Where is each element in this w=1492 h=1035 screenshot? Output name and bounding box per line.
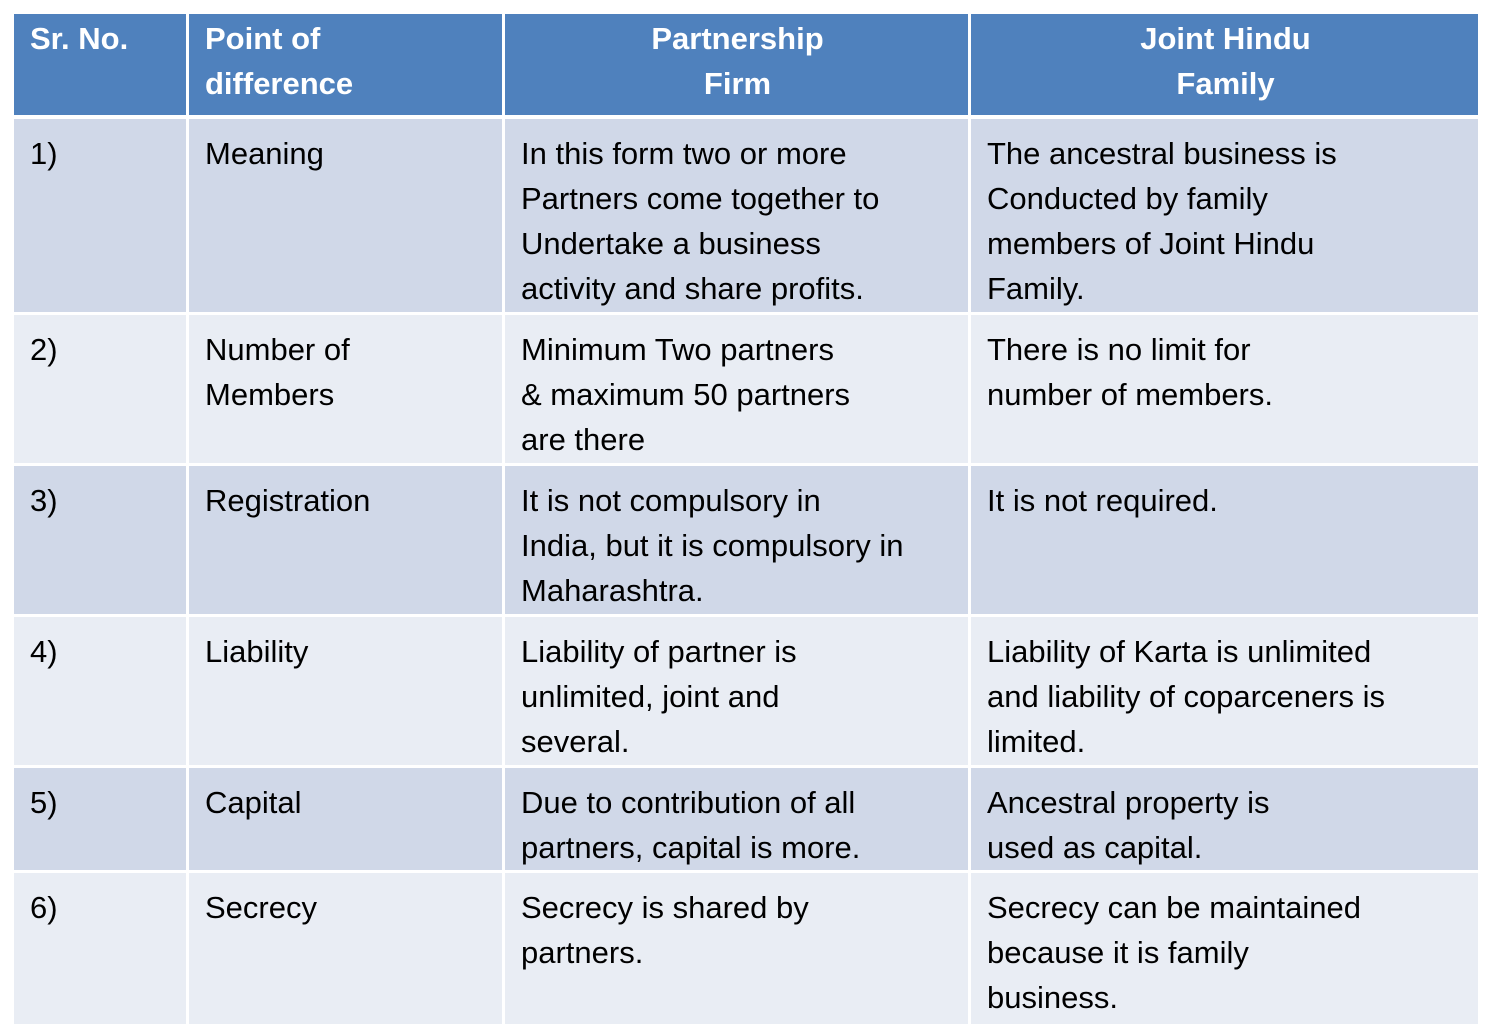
header-partnership-firm: Partnership Firm [505, 14, 971, 119]
cell-partnership: Minimum Two partners & maximum 50 partne… [505, 315, 971, 466]
cell-sr-no: 1) [14, 119, 189, 315]
table-row: 2) Number of Members Minimum Two partner… [14, 315, 1478, 466]
cell-partnership: In this form two or more Partners come t… [505, 119, 971, 315]
cell-point: Capital [189, 768, 505, 873]
cell-jhf: Secrecy can be maintained because it is … [971, 873, 1478, 1024]
cell-point: Registration [189, 466, 505, 617]
header-sr-no: Sr. No. [14, 14, 189, 119]
header-row: Sr. No. Point of difference Partnership … [14, 14, 1478, 119]
table-row: 1) Meaning In this form two or more Part… [14, 119, 1478, 315]
cell-sr-no: 6) [14, 873, 189, 1024]
header-point-of-difference: Point of difference [189, 14, 505, 119]
cell-sr-no: 5) [14, 768, 189, 873]
cell-jhf: Ancestral property is used as capital. [971, 768, 1478, 873]
comparison-table: Sr. No. Point of difference Partnership … [14, 14, 1478, 1024]
cell-point: Meaning [189, 119, 505, 315]
table-row: 5) Capital Due to contribution of all pa… [14, 768, 1478, 873]
cell-sr-no: 3) [14, 466, 189, 617]
cell-partnership: Due to contribution of all partners, cap… [505, 768, 971, 873]
cell-partnership: It is not compulsory in India, but it is… [505, 466, 971, 617]
table-body: 1) Meaning In this form two or more Part… [14, 119, 1478, 1024]
cell-point: Liability [189, 617, 505, 768]
cell-sr-no: 4) [14, 617, 189, 768]
cell-partnership: Secrecy is shared by partners. [505, 873, 971, 1024]
table-row: 6) Secrecy Secrecy is shared by partners… [14, 873, 1478, 1024]
cell-sr-no: 2) [14, 315, 189, 466]
cell-point: Secrecy [189, 873, 505, 1024]
cell-jhf: It is not required. [971, 466, 1478, 617]
table-row: 4) Liability Liability of partner is unl… [14, 617, 1478, 768]
cell-jhf: The ancestral business is Conducted by f… [971, 119, 1478, 315]
cell-point: Number of Members [189, 315, 505, 466]
table-header: Sr. No. Point of difference Partnership … [14, 14, 1478, 119]
cell-jhf: Liability of Karta is unlimited and liab… [971, 617, 1478, 768]
table-row: 3) Registration It is not compulsory in … [14, 466, 1478, 617]
cell-jhf: There is no limit for number of members. [971, 315, 1478, 466]
header-joint-hindu-family: Joint Hindu Family [971, 14, 1478, 119]
cell-partnership: Liability of partner is unlimited, joint… [505, 617, 971, 768]
